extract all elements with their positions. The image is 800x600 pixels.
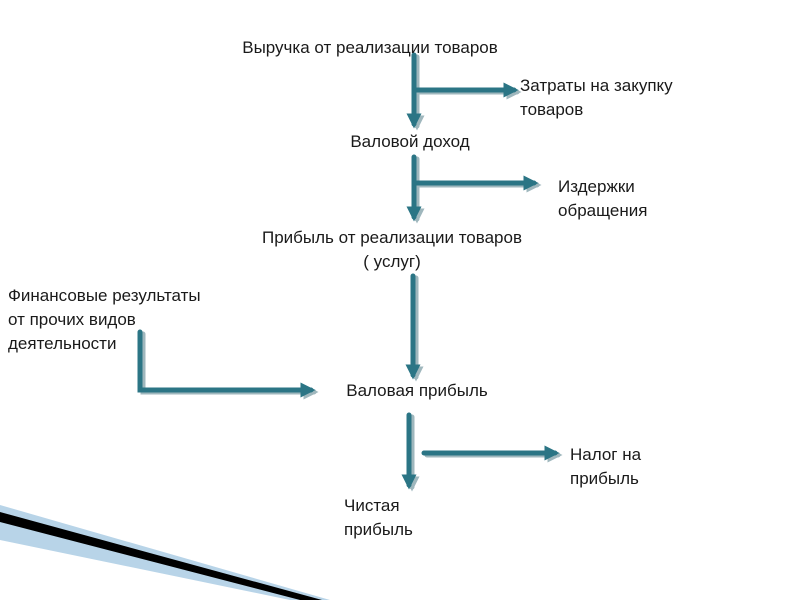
node-gross-income: Валовой доход — [350, 132, 470, 151]
node-net-profit: Чистая прибыль — [344, 496, 413, 539]
node-income-tax: Налог на прибыль — [570, 445, 642, 488]
node-distribution-costs: Издержки обращения — [558, 177, 648, 220]
node-purchase-costs: Затраты на закупку товаров — [520, 76, 673, 119]
node-sales-profit: Прибыль от реализации товаров ( услуг) — [262, 228, 522, 271]
node-revenue: Выручка от реализации товаров — [242, 38, 498, 57]
corner-decoration — [0, 505, 330, 600]
node-other-results: Финансовые результаты от прочих видов де… — [8, 286, 201, 353]
arrow-other-results-to-gross-profit — [137, 329, 316, 398]
node-gross-profit: Валовая прибыль — [346, 381, 488, 400]
